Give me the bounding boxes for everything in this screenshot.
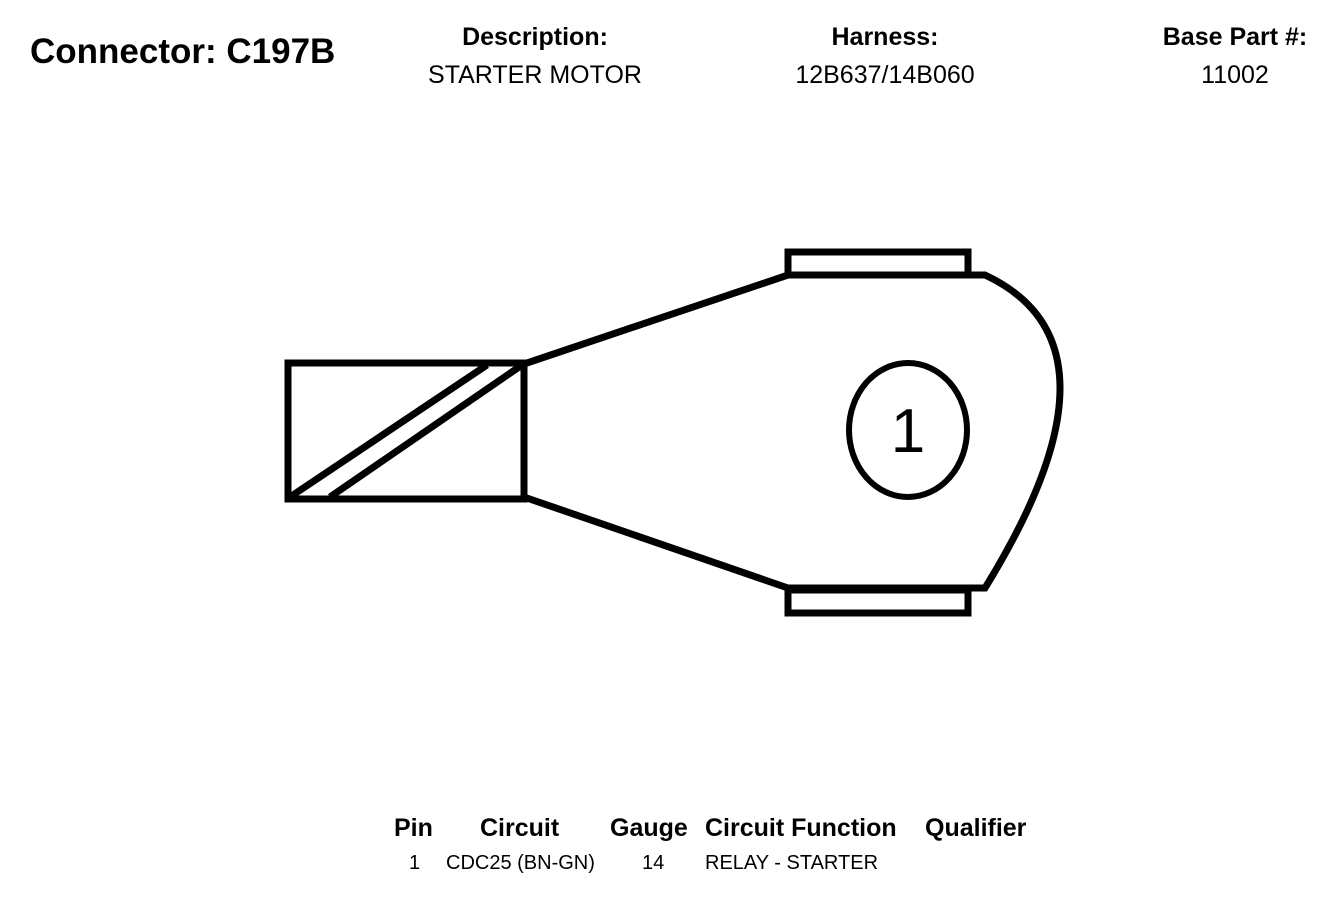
harness-block: Harness: 12B637/14B060	[745, 25, 1025, 88]
base-part-value: 11002	[1201, 61, 1269, 89]
description-value: STARTER MOTOR	[428, 61, 642, 89]
wire-stripe-line-2	[328, 362, 524, 500]
wire-entry-box	[284, 359, 528, 503]
description-block: Description: STARTER MOTOR	[395, 25, 675, 88]
connector-title: Connector: C197B	[30, 32, 336, 71]
wire-stripe-line-1	[288, 362, 489, 500]
pin-1-label: 1	[891, 397, 925, 466]
connector-bottom-tab	[784, 586, 972, 617]
connector-top-tab	[784, 248, 972, 279]
pin-1-cavity	[846, 360, 970, 500]
description-label: Description:	[462, 23, 608, 51]
base-part-block: Base Part #: 11002	[1120, 25, 1344, 88]
harness-value: 12B637/14B060	[795, 61, 975, 89]
connector-body-outline	[520, 271, 1064, 592]
base-part-label: Base Part #:	[1162, 23, 1308, 51]
harness-label: Harness:	[831, 23, 939, 51]
